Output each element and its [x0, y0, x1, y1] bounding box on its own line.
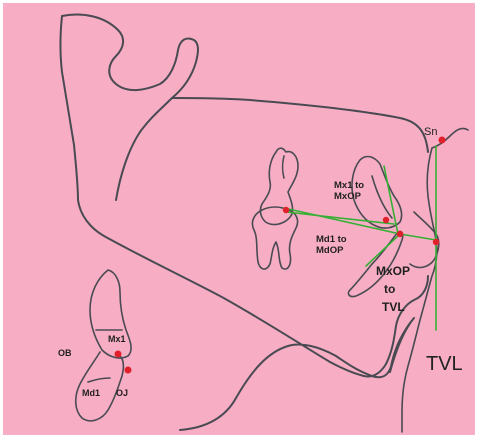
landmark-dot — [433, 239, 439, 245]
label-sn: Sn — [424, 126, 437, 138]
label-md1-to-mdop-line1: Md1 to — [316, 234, 347, 245]
label-mx1: Mx1 — [108, 334, 126, 344]
label-mx1-to-mxop-line1: Mx1 to — [334, 180, 364, 191]
label-mx1-to-mxop-line2: MxOP — [334, 191, 362, 202]
label-md1: Md1 — [82, 388, 100, 398]
landmark-dot — [283, 207, 289, 213]
label-tvl: TVL — [426, 353, 463, 375]
background-panel — [3, 3, 475, 435]
label-mxop-to-tvl-line1: MxOP — [376, 264, 410, 278]
label-mxop-to-tvl-line3: TVL — [382, 300, 405, 314]
label-md1-to-mdop-line2: MdOP — [316, 245, 344, 256]
landmark-dot — [383, 217, 389, 223]
landmark-dot — [439, 137, 446, 144]
landmark-dot — [125, 367, 132, 374]
label-ob: OB — [58, 348, 72, 358]
label-oj: OJ — [116, 388, 128, 398]
label-mxop-to-tvl-line2: to — [384, 282, 395, 296]
landmark-dot — [397, 231, 403, 237]
landmark-dot — [115, 351, 122, 358]
